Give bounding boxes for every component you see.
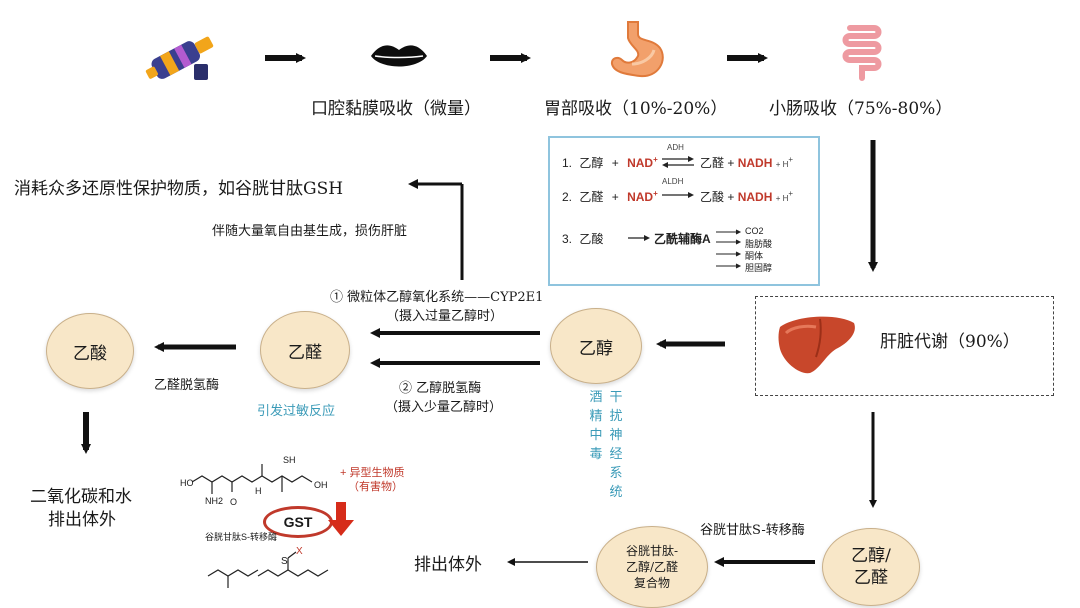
reaction-2-enzyme: ALDH	[662, 177, 684, 186]
lips-icon	[371, 45, 427, 67]
node-label: 乙醇/乙醛	[851, 546, 891, 588]
xenobiotic-label: + 异型生物质	[340, 467, 405, 479]
sh-group-label: SH	[283, 455, 296, 465]
alcohol-poisoning-label: 酒精中毒	[589, 390, 603, 462]
excrete-label-left: 排出体外	[48, 510, 116, 530]
plus-sign: +	[727, 156, 735, 170]
reaction-2: 2. 乙醛 + NAD+	[562, 188, 658, 205]
acetic-acid-node: 乙酸	[46, 313, 134, 389]
product: 乙醛	[700, 156, 725, 170]
gsh-consumption-label: 消耗众多还原性保护物质，如谷胱甘肽GSH	[14, 179, 344, 199]
output-cholesterol: 胆固醇	[745, 263, 773, 273]
reversible-arrow-icon	[662, 156, 694, 168]
liver-metabolism-box: 肝脏代谢（90%）	[755, 296, 1054, 396]
ho-group-label: HO	[180, 478, 194, 488]
liver-icon	[778, 316, 855, 374]
harmful-label: （有害物）	[348, 481, 403, 493]
o-atom-label: O	[230, 497, 238, 507]
liquor-bottle-icon	[145, 36, 214, 80]
reaction-1-products: 乙醛 + NADH + H+	[700, 154, 793, 171]
plus-sign: +	[727, 190, 735, 204]
reactant: 乙醇	[579, 156, 604, 170]
cofactor: NAD	[627, 156, 654, 170]
ethanol-acetaldehyde-node: 乙醇/乙醛	[822, 528, 920, 606]
intestine-absorption-label: 小肠吸收（75%-80%）	[769, 99, 953, 119]
red-down-arrow-icon	[328, 502, 354, 536]
aldh-label: 乙醛脱氢酶	[154, 378, 220, 393]
s-atom-label: S	[281, 556, 288, 567]
acetaldehyde-node: 乙醛	[260, 311, 350, 389]
reaction-number: 3.	[562, 232, 573, 246]
reaction-2-products: 乙酸 + NADH + H+	[700, 188, 793, 205]
nadh: NADH	[737, 190, 773, 204]
reactant: 乙醛	[579, 190, 604, 204]
stomach-icon	[610, 21, 664, 78]
h-atom-label: H	[255, 486, 262, 496]
proton: + H	[775, 160, 789, 169]
cofactor: NAD	[627, 190, 654, 204]
liver-metabolism-label: 肝脏代谢（90%）	[880, 332, 1020, 352]
reactant: 乙酸	[579, 232, 604, 246]
stomach-absorption-label: 胃部吸收（10%-20%）	[544, 99, 728, 119]
gst-enzyme-label: 谷胱甘肽S-转移酶	[700, 523, 805, 538]
gsh-structure-diagram	[191, 464, 329, 588]
nadh: NADH	[737, 156, 773, 170]
intestine-icon	[842, 25, 882, 81]
reaction-1-enzyme: ADH	[667, 143, 684, 152]
gsh-complex-node: 谷胱甘肽-乙醇/乙醛复合物	[596, 526, 708, 608]
proton: + H	[775, 194, 789, 203]
gst-enzyme-small-label: 谷胱甘肽S-转移酶	[205, 532, 278, 542]
proton-charge: +	[788, 155, 794, 164]
meos-note: （摄入过量乙醇时）	[386, 309, 504, 324]
output-co2: CO2	[745, 226, 764, 236]
oh-group-label: OH	[314, 480, 328, 490]
reaction-number: 1.	[562, 156, 573, 170]
allergy-label: 引发过敏反应	[257, 404, 336, 419]
node-label: 乙醇	[579, 338, 613, 359]
reaction-equations-box: 1. 乙醇 + NAD+ ADH 乙醛 + NADH + H+ 2. 乙醛 + …	[548, 136, 820, 286]
node-label: 乙醛	[288, 342, 322, 363]
excrete-label: 排出体外	[414, 555, 482, 575]
plus-sign: +	[611, 190, 619, 204]
forward-arrow-icon	[628, 235, 650, 241]
cofactor-charge: +	[653, 155, 658, 164]
nh2-group-label: NH2	[205, 496, 224, 506]
reaction-1: 1. 乙醇 + NAD+	[562, 154, 658, 171]
x-group-label: X	[296, 546, 303, 557]
ethanol-node: 乙醇	[550, 308, 642, 384]
node-label: 乙酸	[73, 343, 107, 364]
branch-arrows-icon	[716, 229, 742, 269]
adh-note: （摄入少量乙醇时）	[385, 400, 503, 415]
gst-label: GST	[283, 514, 313, 530]
nervous-system-label: 干扰神经系统	[609, 390, 623, 500]
node-label: 谷胱甘肽-乙醇/乙醛复合物	[625, 544, 679, 590]
forward-arrow-icon	[662, 192, 694, 198]
oral-absorption-label: 口腔黏膜吸收（微量）	[311, 99, 481, 119]
acetyl-coa: 乙酰辅酶A	[654, 232, 711, 246]
adh-label: ② 乙醇脱氢酶	[399, 381, 482, 396]
output-fatty-acid: 脂肪酸	[745, 239, 773, 249]
output-ketone: 酮体	[745, 251, 764, 261]
cofactor-charge: +	[653, 189, 658, 198]
proton-charge: +	[788, 189, 794, 198]
product: 乙酸	[700, 190, 725, 204]
co2-water-label: 二氧化碳和水	[30, 487, 132, 507]
free-radical-label: 伴随大量氧自由基生成，损伤肝脏	[212, 224, 408, 239]
plus-sign: +	[611, 156, 619, 170]
reaction-number: 2.	[562, 190, 573, 204]
meos-label: ① 微粒体乙醇氧化系统——CYP2E1	[330, 290, 544, 305]
reaction-3: 3. 乙酸	[562, 230, 603, 247]
